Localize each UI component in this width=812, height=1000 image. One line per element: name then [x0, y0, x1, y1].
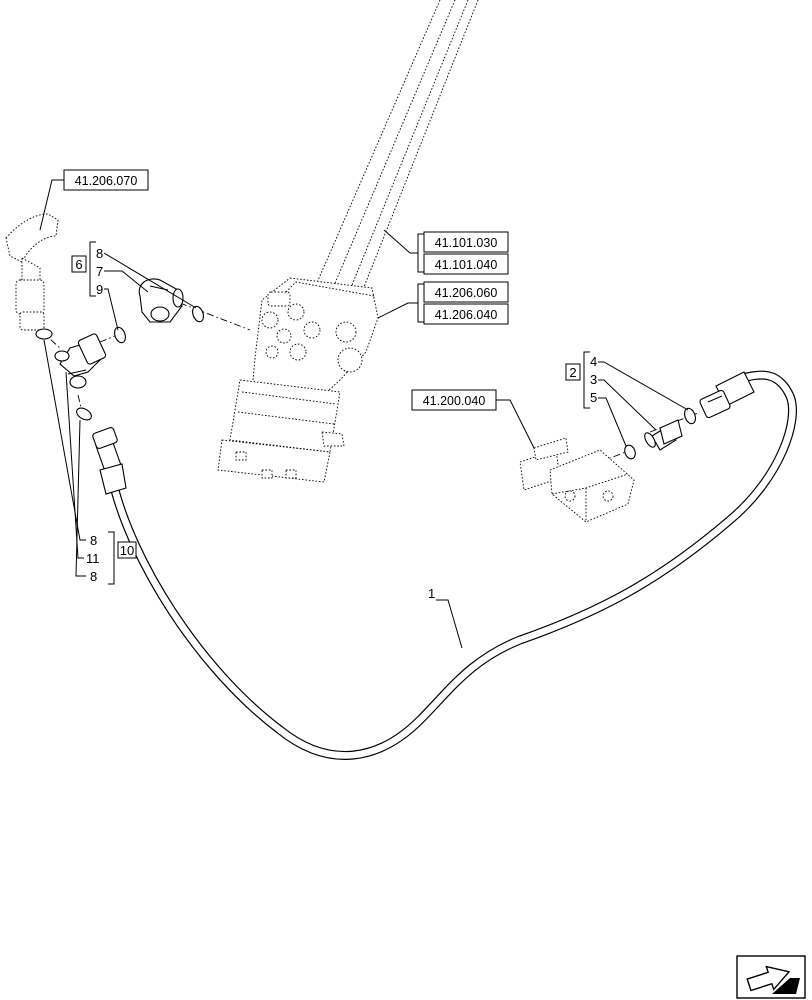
- kit-2-item-3: 3: [590, 372, 597, 387]
- kit-6-item-7: 7: [96, 264, 103, 279]
- ref-box-41-206-070: 41.206.070: [39, 169, 149, 231]
- o-ring-8-tee-top: [35, 328, 53, 340]
- kit-10-callout: 10 8 11 8: [43, 339, 137, 585]
- ref-41-101-030-label: 41.101.030: [435, 236, 498, 250]
- elbow-fitting: [138, 278, 184, 323]
- ref-41-206-070-label: 41.206.070: [75, 174, 138, 188]
- o-ring-9: [114, 326, 126, 344]
- valve-block-ghost: [519, 437, 635, 523]
- ref-41-206-040-label: 41.206.040: [435, 308, 498, 322]
- kit-2-item-4: 4: [590, 354, 597, 369]
- kit-2-item-5: 5: [590, 390, 597, 405]
- hydraulic-hose: [92, 370, 797, 760]
- next-page-arrow-icon[interactable]: [736, 955, 806, 999]
- ref-41-200-040-label: 41.200.040: [423, 394, 486, 408]
- ref-group-steering-unit: 41.206.060 41.206.040: [377, 281, 509, 325]
- kit-10-item-8: 8: [90, 533, 97, 548]
- kit-2-label: 2: [569, 365, 576, 380]
- ref-group-column: 41.101.030 41.101.040: [383, 229, 509, 275]
- o-ring-8-upper: [192, 305, 204, 323]
- kit-10-label: 10: [120, 543, 134, 558]
- hose-item-1-label: 1: [428, 586, 435, 601]
- ref-41-101-040-label: 41.101.040: [435, 258, 498, 272]
- kit-10-item-8-second: 8: [90, 569, 97, 584]
- kit-2-callout: 2 4 3 5: [565, 351, 689, 447]
- kit-6-label: 6: [75, 257, 82, 272]
- adapter-fitting: [644, 419, 683, 451]
- kit-6-item-9: 9: [96, 282, 103, 297]
- kit-6-callout: 6 8 7 9: [71, 241, 197, 331]
- return-hose-ghost: [5, 213, 59, 331]
- ref-41-206-060-label: 41.206.060: [435, 286, 498, 300]
- o-ring-4: [684, 407, 696, 425]
- hose-item-callout: 1: [428, 586, 463, 649]
- tee-fitting: [54, 333, 107, 389]
- ref-box-41-200-040: 41.200.040: [411, 389, 535, 449]
- kit-6-item-8: 8: [96, 246, 103, 261]
- steering-column-ghost: [315, 0, 479, 293]
- kit-10-item-11: 11: [86, 551, 100, 566]
- o-ring-8-tee-bottom: [76, 407, 92, 421]
- steering-unit-ghost: [217, 277, 379, 483]
- o-ring-5: [624, 444, 636, 460]
